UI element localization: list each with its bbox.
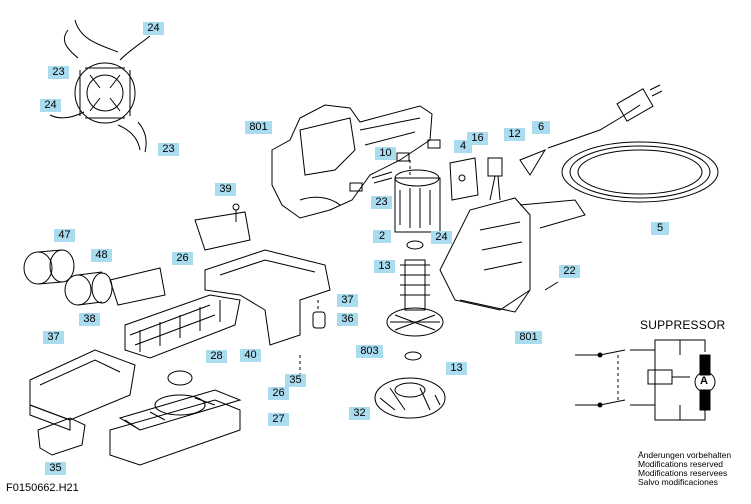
callout-26[interactable]: 26 bbox=[172, 252, 193, 265]
armature-drawing bbox=[386, 240, 444, 361]
callout-801[interactable]: 801 bbox=[515, 331, 542, 344]
sanding-pad-drawing bbox=[109, 370, 242, 466]
dust-tube-drawing bbox=[23, 249, 113, 306]
callout-35[interactable]: 35 bbox=[285, 374, 306, 387]
callout-12[interactable]: 12 bbox=[504, 128, 525, 141]
modification-note-en: Modifications reserved bbox=[638, 459, 724, 469]
drawing-code: F0150662.H21 bbox=[6, 482, 79, 494]
callout-22[interactable]: 22 bbox=[559, 265, 580, 278]
modification-note-de: Änderungen vorbehalten bbox=[638, 450, 732, 460]
cover-drawing bbox=[37, 417, 86, 456]
callout-39[interactable]: 39 bbox=[215, 183, 236, 196]
callout-23[interactable]: 23 bbox=[48, 66, 69, 79]
callout-10[interactable]: 10 bbox=[375, 147, 396, 160]
motor-housing-drawing bbox=[439, 197, 586, 313]
modification-note-es: Salvo modificaciones bbox=[638, 477, 718, 487]
ammeter-symbol: A bbox=[700, 375, 708, 387]
dust-frame-drawing bbox=[29, 349, 136, 431]
suppressor-circuit bbox=[575, 339, 716, 421]
modification-note-fr: Modifications reservees bbox=[638, 468, 728, 478]
callout-37[interactable]: 37 bbox=[43, 331, 64, 344]
callout-47[interactable]: 47 bbox=[54, 229, 75, 242]
callout-803[interactable]: 803 bbox=[356, 345, 383, 358]
small-parts-drawing bbox=[232, 203, 559, 329]
callout-16[interactable]: 16 bbox=[467, 132, 488, 145]
power-cord-drawing bbox=[519, 84, 719, 203]
suppressor-title: SUPPRESSOR bbox=[640, 318, 726, 332]
callout-36[interactable]: 36 bbox=[337, 313, 358, 326]
suppressor-component-drawing bbox=[487, 157, 503, 201]
callout-23[interactable]: 23 bbox=[371, 196, 392, 209]
callout-24[interactable]: 24 bbox=[143, 22, 164, 35]
brush-holder-drawing bbox=[449, 157, 479, 201]
callout-23[interactable]: 23 bbox=[158, 143, 179, 156]
callout-5[interactable]: 5 bbox=[651, 222, 669, 235]
callout-13[interactable]: 13 bbox=[446, 362, 467, 375]
callout-4[interactable]: 4 bbox=[454, 140, 472, 153]
callout-40[interactable]: 40 bbox=[240, 349, 261, 362]
callout-6[interactable]: 6 bbox=[532, 121, 550, 134]
dust-box-drawing bbox=[124, 294, 241, 359]
callout-801[interactable]: 801 bbox=[245, 121, 272, 134]
callout-24[interactable]: 24 bbox=[431, 231, 452, 244]
callout-37[interactable]: 37 bbox=[337, 294, 358, 307]
callout-13[interactable]: 13 bbox=[374, 260, 395, 273]
base-frame-drawing bbox=[109, 211, 331, 346]
callout-2[interactable]: 2 bbox=[373, 230, 391, 243]
fan-drawing bbox=[374, 377, 446, 419]
field-coil-drawing bbox=[49, 19, 151, 153]
callout-35[interactable]: 35 bbox=[45, 462, 66, 475]
callout-27[interactable]: 27 bbox=[268, 413, 289, 426]
callout-24[interactable]: 24 bbox=[40, 99, 61, 112]
callout-28[interactable]: 28 bbox=[206, 350, 227, 363]
callout-26[interactable]: 26 bbox=[268, 387, 289, 400]
callout-48[interactable]: 48 bbox=[91, 249, 112, 262]
stator-drawing bbox=[394, 169, 441, 233]
callout-38[interactable]: 38 bbox=[79, 313, 100, 326]
carbon-brush-drawing bbox=[349, 139, 441, 192]
callout-32[interactable]: 32 bbox=[349, 407, 370, 420]
